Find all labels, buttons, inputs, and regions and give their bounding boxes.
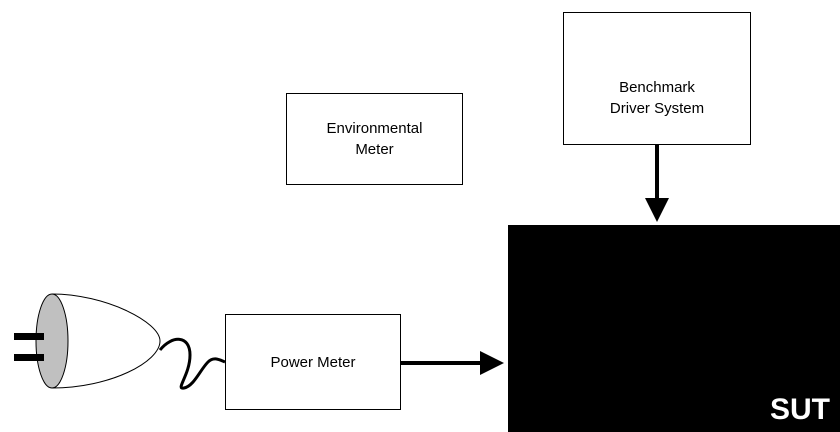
env-label-line1: Environmental <box>326 120 423 137</box>
power-meter-label: Power Meter <box>270 353 356 371</box>
power-cord <box>158 337 226 390</box>
benchmark-driver-system-box: Benchmark Driver System <box>563 12 751 145</box>
plug-body <box>51 293 161 389</box>
plug-prong-bottom <box>14 354 44 361</box>
environmental-meter-label: Environmental Meter <box>327 118 423 160</box>
driver-label-line2: Driver System <box>609 100 705 117</box>
benchmark-driver-system-label: Benchmark Driver System <box>610 77 704 119</box>
sut-label: SUT <box>770 393 830 426</box>
sut-box: SUT <box>508 225 840 432</box>
power-plug-icon <box>14 293 161 389</box>
environmental-meter-box: Environmental Meter <box>286 93 463 185</box>
plug-face <box>35 293 69 389</box>
driver-label-line1: Benchmark <box>619 79 695 96</box>
plug-prong-top <box>14 333 44 340</box>
power-meter-box: Power Meter <box>225 314 401 410</box>
env-label-line2: Meter <box>355 141 394 158</box>
